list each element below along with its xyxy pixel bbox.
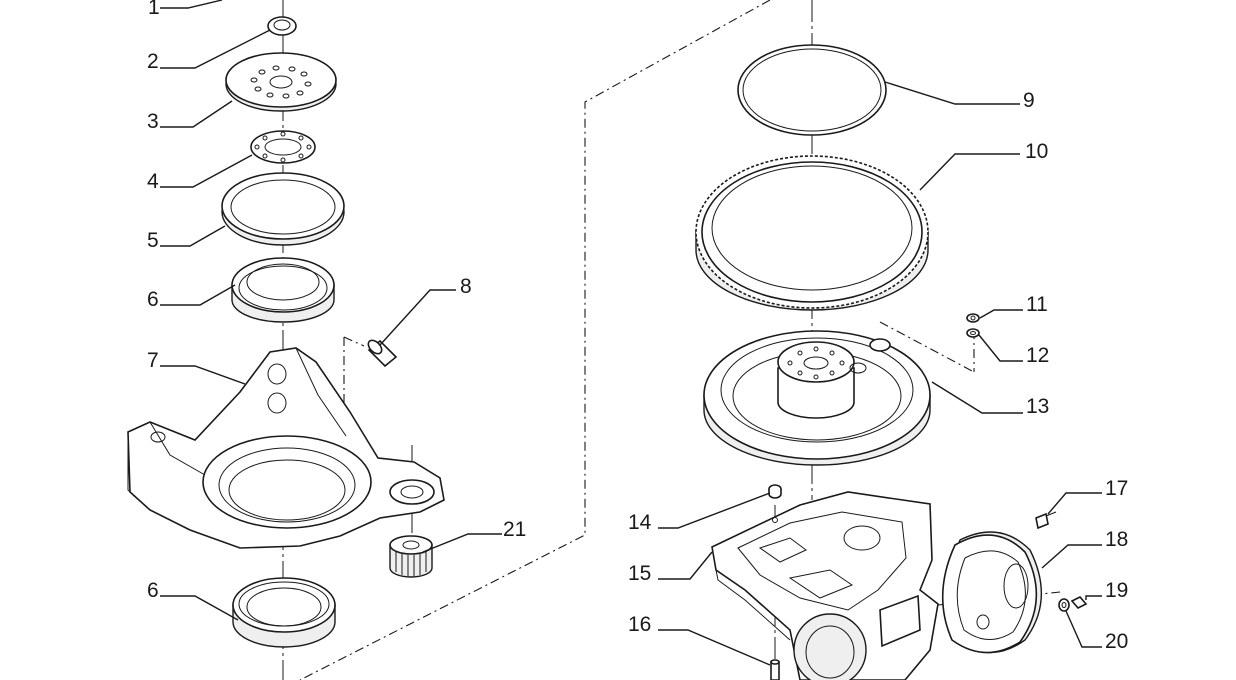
callout-7: 7 bbox=[147, 349, 159, 372]
part-5-ring bbox=[221, 172, 345, 246]
part-3-disc bbox=[225, 52, 337, 112]
part-6-bearing-upper bbox=[231, 257, 335, 323]
callout-15: 15 bbox=[628, 562, 651, 585]
callout-8: 8 bbox=[460, 275, 472, 298]
part-8-bushing bbox=[367, 339, 398, 368]
section-divider-line bbox=[299, 0, 771, 680]
part-13-flanged-hub bbox=[703, 330, 931, 466]
part-7-housing bbox=[127, 347, 445, 549]
part-10-ring-gear bbox=[695, 155, 929, 311]
callout-18: 18 bbox=[1105, 528, 1128, 551]
callout-16: 16 bbox=[628, 613, 651, 636]
part-21-pinion-gear bbox=[389, 535, 433, 578]
callout-21: 21 bbox=[503, 518, 526, 541]
callout-6-lower: 6 bbox=[147, 579, 159, 602]
part-2-seal bbox=[267, 16, 297, 36]
callout-12: 12 bbox=[1026, 344, 1049, 367]
leader-lines bbox=[160, 0, 1102, 666]
part-15-gearbox-housing bbox=[711, 491, 939, 680]
callout-19: 19 bbox=[1105, 579, 1128, 602]
callout-labels: 1 2 3 4 5 6 7 8 6 21 9 10 11 12 13 14 15… bbox=[147, 0, 1128, 653]
part-16-stud bbox=[770, 659, 780, 680]
callout-1: 1 bbox=[148, 0, 160, 19]
part-19-plug bbox=[1070, 596, 1088, 609]
callout-11: 11 bbox=[1026, 293, 1048, 316]
callout-20: 20 bbox=[1105, 630, 1128, 653]
callout-13: 13 bbox=[1026, 395, 1049, 418]
part-4-washer bbox=[250, 130, 316, 164]
part-14-plug bbox=[768, 484, 782, 499]
assembly-axes bbox=[282, 0, 1061, 680]
part-20-washer bbox=[1058, 598, 1070, 612]
part-11-screw bbox=[966, 313, 980, 323]
part-6-bearing-lower bbox=[232, 577, 336, 648]
callout-4: 4 bbox=[147, 170, 159, 193]
callout-10: 10 bbox=[1025, 140, 1048, 163]
callout-5: 5 bbox=[147, 229, 159, 252]
part-12-washer bbox=[966, 328, 980, 338]
callout-17: 17 bbox=[1105, 477, 1128, 500]
part-17-bolt bbox=[1035, 511, 1057, 530]
callout-6: 6 bbox=[147, 288, 159, 311]
part-18-cover bbox=[941, 531, 1043, 654]
callout-2: 2 bbox=[147, 50, 159, 73]
callout-14: 14 bbox=[628, 511, 652, 534]
callout-3: 3 bbox=[147, 110, 159, 133]
part-9-ring bbox=[737, 44, 887, 136]
callout-9: 9 bbox=[1023, 89, 1035, 112]
